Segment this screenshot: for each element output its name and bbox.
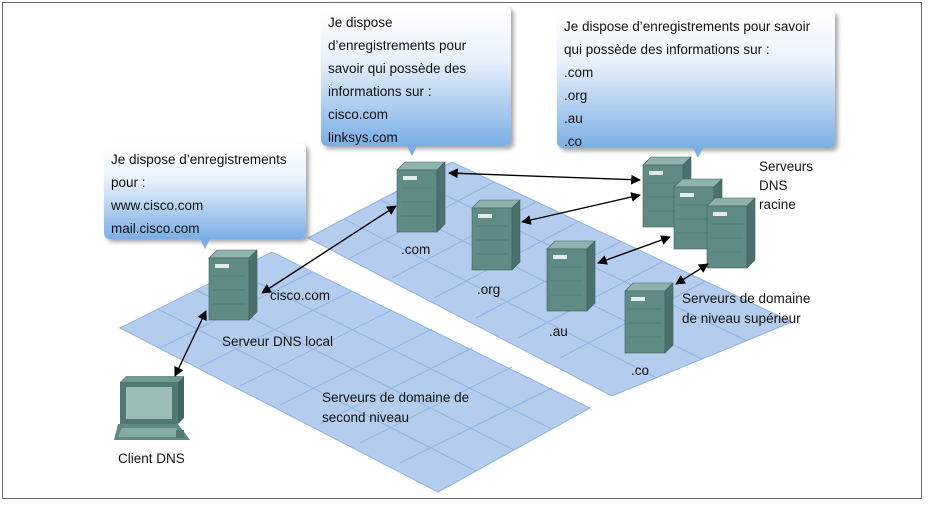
root-label-line1: Serveurs <box>759 159 814 174</box>
co-label: .co <box>631 363 650 378</box>
second-level-label-line2: second niveau <box>322 410 410 425</box>
bubble-line: www.cisco.com <box>111 198 204 213</box>
local-server-label: Serveur DNS local <box>222 334 334 349</box>
com-label: .com <box>401 242 431 257</box>
bubble-line: Je dispose d’enregistrements pour savoir <box>564 19 811 34</box>
arrow-com-root <box>448 168 641 185</box>
arrow-co-root <box>675 263 709 285</box>
com-server-icon <box>396 161 446 233</box>
bubble-tail <box>200 239 210 249</box>
bubble-line: .com <box>564 65 594 80</box>
bubble-line: Je dispose <box>328 15 393 30</box>
cisco-label: cisco.com <box>270 288 331 303</box>
bubble-line: .co <box>564 134 583 149</box>
bubble-line: Je dispose d’enregistrements <box>111 152 287 167</box>
bubble-line: d’enregistrements pour <box>328 38 467 53</box>
arrow-client-local <box>174 310 207 377</box>
bubble-line: pour : <box>111 175 146 190</box>
local-server-bubble: Je dispose d’enregistrements pour : www.… <box>104 143 306 249</box>
second-level-label-line1: Serveurs de domaine de <box>322 390 470 405</box>
bubble-line: savoir qui possède des <box>328 61 467 76</box>
client-computer-icon <box>114 376 190 440</box>
bubble-tail <box>693 148 703 158</box>
arrow-au-root <box>597 235 671 265</box>
bubble-line: cisco.com <box>328 107 389 122</box>
co-server-icon <box>624 282 674 354</box>
client-dns-label: Client DNS <box>118 451 185 466</box>
top-level-label-line1: Serveurs de domaine <box>682 291 811 306</box>
au-label: .au <box>549 324 568 339</box>
bubble-line: linksys.com <box>328 130 398 145</box>
bubble-line: informations sur : <box>328 84 432 99</box>
arrow-org-root <box>521 192 641 225</box>
bubble-tail <box>407 146 417 156</box>
au-server-icon <box>546 240 596 312</box>
local-dns-server-icon <box>208 249 258 321</box>
org-label: .org <box>477 282 501 297</box>
com-server-bubble: Je dispose d’enregistrements pour savoir… <box>321 6 511 156</box>
root-label-line2: DNS <box>759 178 788 193</box>
bubble-line: qui possède des informations sur : <box>564 42 770 57</box>
root-label-line3: racine <box>759 197 796 212</box>
root-server-bubble: Je dispose d’enregistrements pour savoir… <box>557 10 835 158</box>
top-level-label-line2: de niveau supérieur <box>682 311 801 326</box>
bubble-line: mail.cisco.com <box>111 221 200 236</box>
bubble-line: .au <box>564 111 583 126</box>
bubble-line: .org <box>564 88 588 103</box>
root-server-3-icon <box>706 197 756 269</box>
arrow-local-com <box>261 205 397 294</box>
org-server-icon <box>471 199 521 271</box>
